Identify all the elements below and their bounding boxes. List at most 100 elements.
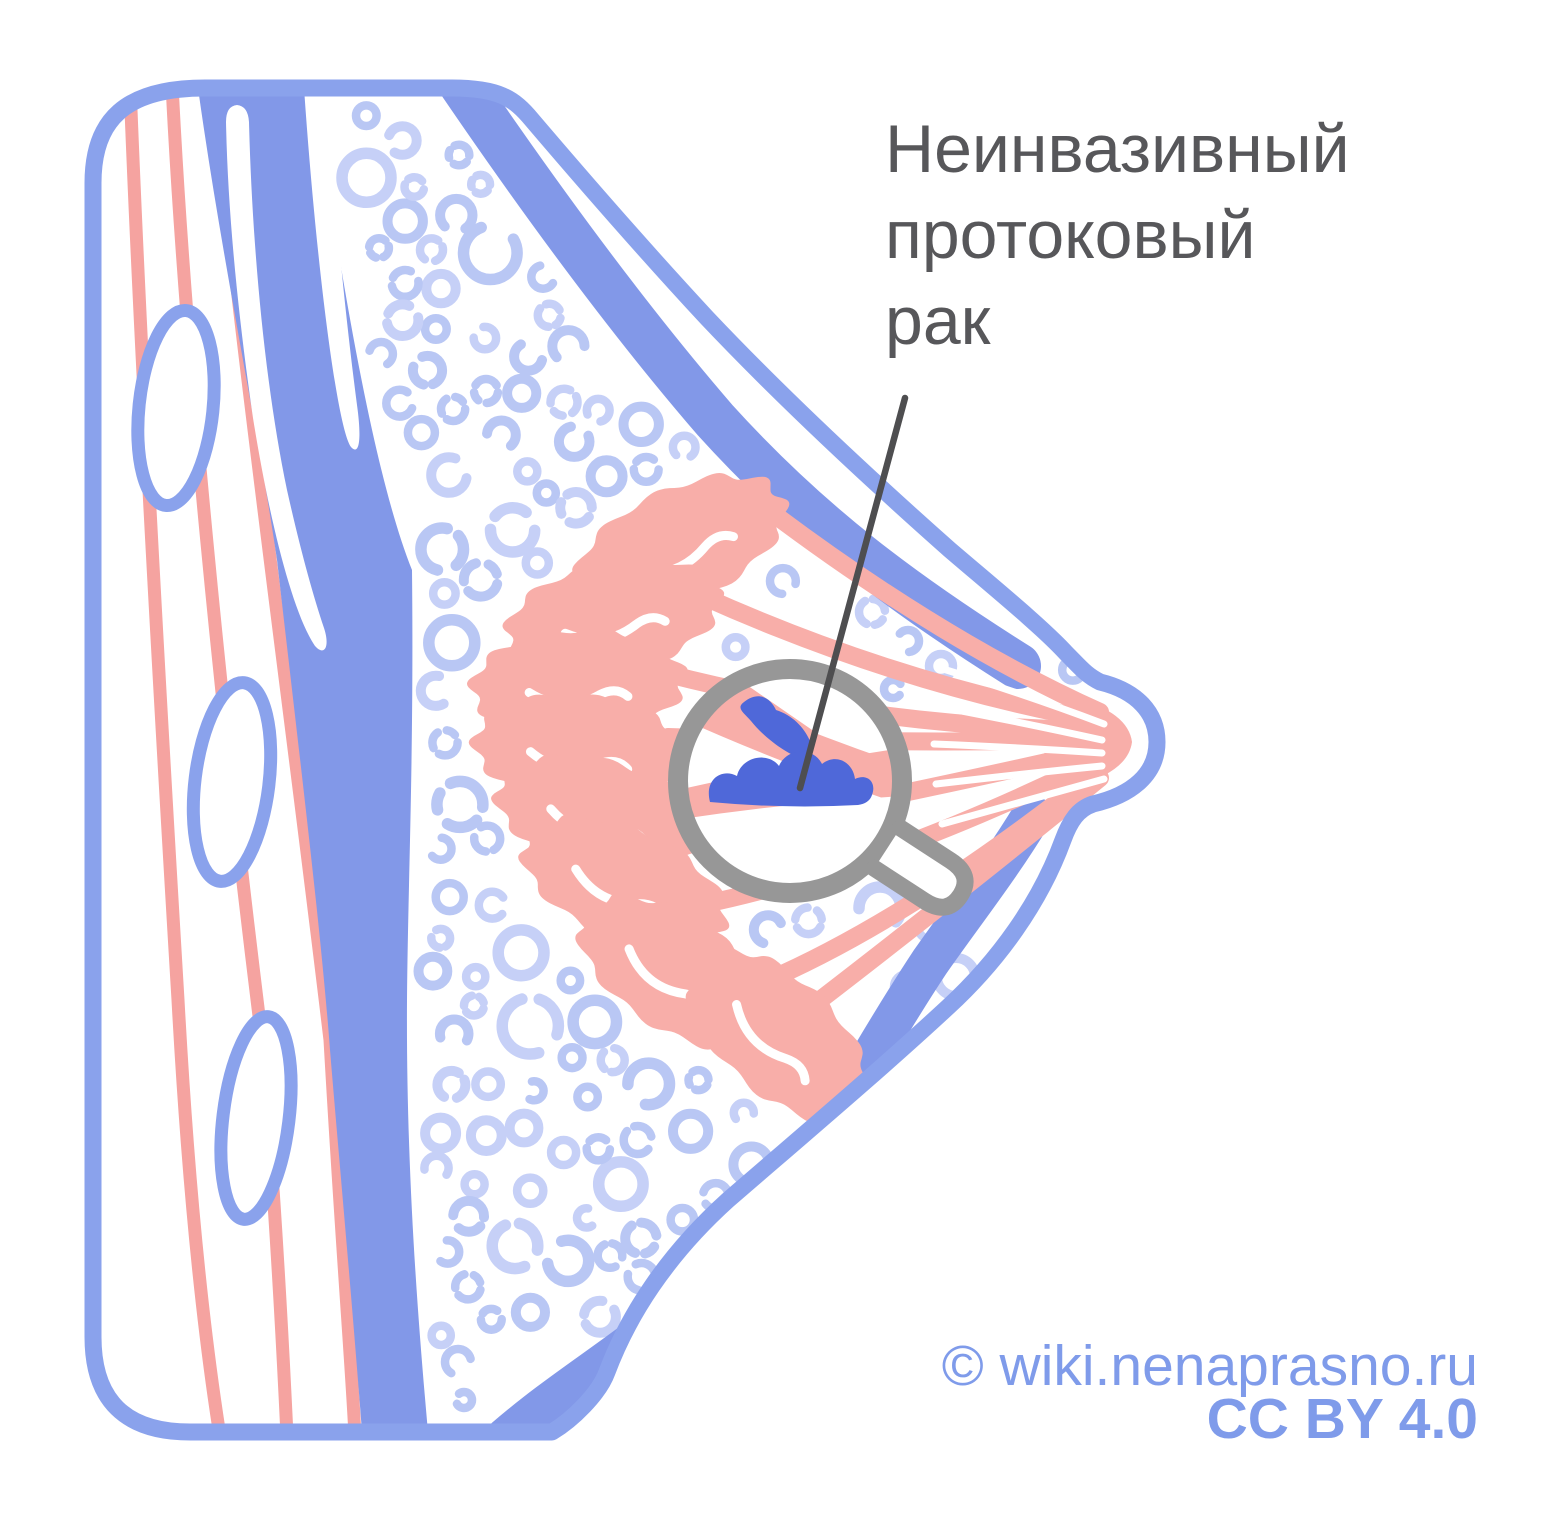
fat-lobule-ring bbox=[729, 1098, 759, 1128]
fat-lobule-ring bbox=[415, 522, 470, 577]
fat-lobule-ring bbox=[440, 1344, 476, 1380]
fat-lobule-ring bbox=[510, 1292, 551, 1332]
fat-lobule-ring bbox=[629, 452, 663, 487]
fat-lobule-ring bbox=[382, 385, 418, 421]
fat-lobule-ring bbox=[415, 670, 456, 711]
fat-lobule-ring bbox=[553, 421, 595, 462]
fat-lobule-ring bbox=[513, 457, 542, 486]
fat-lobule-ring bbox=[383, 121, 422, 160]
diagram-label: Неинвазивный протоковый рак bbox=[885, 111, 1350, 359]
fat-lobule-ring bbox=[502, 373, 542, 413]
fascia-sliver bbox=[304, 88, 360, 450]
fat-lobule-ring bbox=[520, 1077, 548, 1105]
fat-lobule-ring bbox=[527, 261, 559, 293]
fat-lobule-ring bbox=[476, 1304, 506, 1334]
fat-lobule-ring bbox=[407, 350, 448, 391]
fat-lobule-ring bbox=[474, 887, 510, 923]
fat-lobule-ring bbox=[425, 833, 456, 864]
fat-lobule-ring bbox=[593, 1238, 627, 1273]
watermark-copyright: © wiki.nenaprasno.ru bbox=[942, 1334, 1478, 1398]
fat-lobule-ring bbox=[428, 725, 462, 760]
fat-lobule-ring bbox=[541, 1234, 595, 1288]
fat-lobule-ring bbox=[428, 577, 460, 609]
ribs bbox=[131, 303, 298, 1226]
fat-lobule-ring bbox=[620, 1217, 662, 1260]
fat-lobule-ring bbox=[421, 268, 461, 309]
fat-lobule-ring bbox=[420, 1151, 453, 1185]
fat-lobule-ring bbox=[765, 563, 801, 599]
fat-lobule-ring bbox=[585, 455, 628, 498]
fat-lobule-ring bbox=[469, 322, 501, 354]
diagram-label-line: рак bbox=[885, 283, 992, 359]
milk-duct bbox=[754, 497, 1109, 721]
fat-lobule-ring bbox=[403, 414, 440, 451]
magnifier-ring bbox=[668, 659, 912, 903]
fat-lobule-ring bbox=[400, 172, 429, 202]
fat-lobule-ring bbox=[460, 1170, 489, 1199]
magnifier-icon bbox=[668, 659, 974, 916]
fat-lobule-ring bbox=[619, 1121, 656, 1159]
fat-lobule-ring bbox=[457, 220, 523, 286]
fat-lobule-ring bbox=[435, 193, 478, 237]
fat-lobule-ring bbox=[450, 1269, 486, 1304]
fat-lobule-ring bbox=[382, 198, 428, 244]
fat-lobule-ring bbox=[556, 966, 585, 995]
fat-lobule-ring bbox=[592, 1156, 649, 1213]
body-outline bbox=[84, 79, 1166, 1441]
fat-lobule-ring bbox=[573, 1082, 603, 1112]
fat-lobule-ring bbox=[351, 101, 381, 131]
fat-lobule-ring bbox=[567, 994, 623, 1050]
fat-lobule-ring bbox=[469, 374, 503, 408]
rib-cross-section bbox=[131, 303, 221, 513]
fat-lobule-ring bbox=[582, 1132, 615, 1165]
fat-lobule-ring bbox=[427, 1321, 456, 1350]
mammary-lobules bbox=[467, 472, 872, 1123]
fat-lobule-ring bbox=[471, 1067, 506, 1102]
duct-separators bbox=[930, 664, 1108, 828]
fat-lobule-ring bbox=[466, 170, 495, 198]
fat-lobule-ring bbox=[666, 1203, 699, 1236]
fat-lobule-ring bbox=[420, 313, 451, 345]
fascia-sliver bbox=[226, 105, 327, 651]
diagram-label-line: протоковый bbox=[885, 197, 1255, 273]
fat-lobule-ring bbox=[486, 1217, 544, 1275]
fat-lobule-ring bbox=[547, 325, 590, 368]
fat-lobule-ring bbox=[451, 1387, 477, 1413]
fat-lobule-ring bbox=[420, 1112, 462, 1154]
fat-lobule-ring bbox=[496, 992, 565, 1060]
fat-lobule-ring bbox=[546, 384, 582, 420]
fat-lobule-ring bbox=[668, 431, 700, 463]
fat-lobule-ring bbox=[387, 265, 423, 302]
fat-lobule-ring bbox=[572, 1204, 601, 1232]
fat-lobule-ring bbox=[509, 337, 548, 376]
fat-lobule-ring bbox=[415, 234, 448, 266]
fat-lobule-ring bbox=[469, 821, 505, 856]
fat-lobule-ring bbox=[381, 299, 424, 342]
fat-lobule-ring bbox=[458, 557, 503, 602]
fat-lobule-ring bbox=[364, 233, 394, 263]
fat-lobule-ring bbox=[427, 924, 455, 952]
fat-lobule-ring bbox=[364, 337, 398, 371]
callout-line bbox=[796, 394, 909, 792]
fat-lobule-ring bbox=[436, 392, 470, 426]
fat-lobule-ring bbox=[582, 394, 614, 426]
tumor-dcis-minor bbox=[740, 696, 813, 759]
fat-lobule-ring bbox=[854, 594, 890, 630]
fat-lobule-ring bbox=[504, 1108, 544, 1148]
fat-lobule-ring bbox=[618, 401, 664, 447]
blood-vessel-upper bbox=[429, 88, 1041, 689]
fat-lobule-ring bbox=[721, 633, 750, 662]
fat-lobule-ring bbox=[596, 1043, 629, 1077]
fat-lobule-ring bbox=[482, 415, 521, 455]
mammary-lobule bbox=[685, 944, 872, 1123]
fat-lobule-ring bbox=[431, 1236, 464, 1268]
fat-lobule-ring bbox=[413, 951, 453, 991]
body-interior bbox=[123, 88, 1132, 1432]
fat-lobule-ring bbox=[431, 878, 468, 916]
fat-lobule-ring bbox=[557, 1043, 587, 1073]
fat-lobule-ring bbox=[444, 140, 474, 170]
tumor-dcis bbox=[708, 751, 874, 807]
fat-lobule-ring bbox=[461, 962, 490, 991]
fat-lobule-ring bbox=[668, 1108, 714, 1154]
